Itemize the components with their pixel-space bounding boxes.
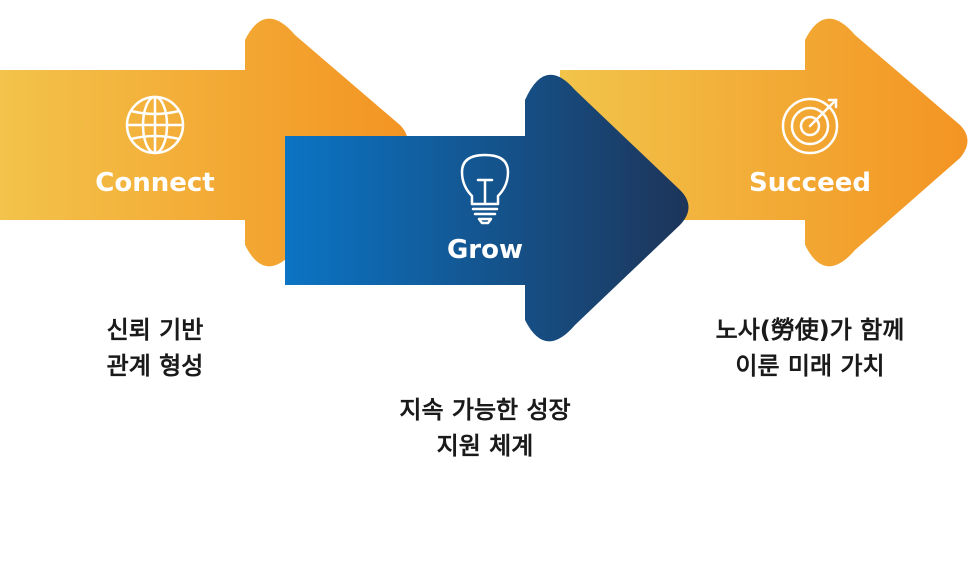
- globe-icon: [125, 95, 185, 155]
- connect-label: Connect: [95, 168, 214, 198]
- grow-caption-line-1: 지속 가능한 성장: [399, 396, 571, 424]
- succeed-caption: 노사(勞使)가 함께 이룬 미래 가치: [660, 312, 960, 384]
- grow-caption: 지속 가능한 성장 지원 체계: [330, 392, 640, 464]
- connect-caption-line-1: 신뢰 기반: [106, 316, 204, 344]
- connect-caption: 신뢰 기반 관계 형성: [30, 312, 280, 384]
- succeed-label: Succeed: [749, 168, 871, 198]
- grow-caption-line-2: 지원 체계: [436, 432, 534, 460]
- connect-caption-line-2: 관계 형성: [106, 352, 204, 380]
- succeed-caption-line-2: 이룬 미래 가치: [735, 352, 885, 380]
- lightbulb-icon: [460, 153, 510, 225]
- succeed-caption-line-1: 노사(勞使)가 함께: [715, 316, 905, 344]
- target-icon: [781, 97, 839, 155]
- grow-label: Grow: [447, 235, 523, 265]
